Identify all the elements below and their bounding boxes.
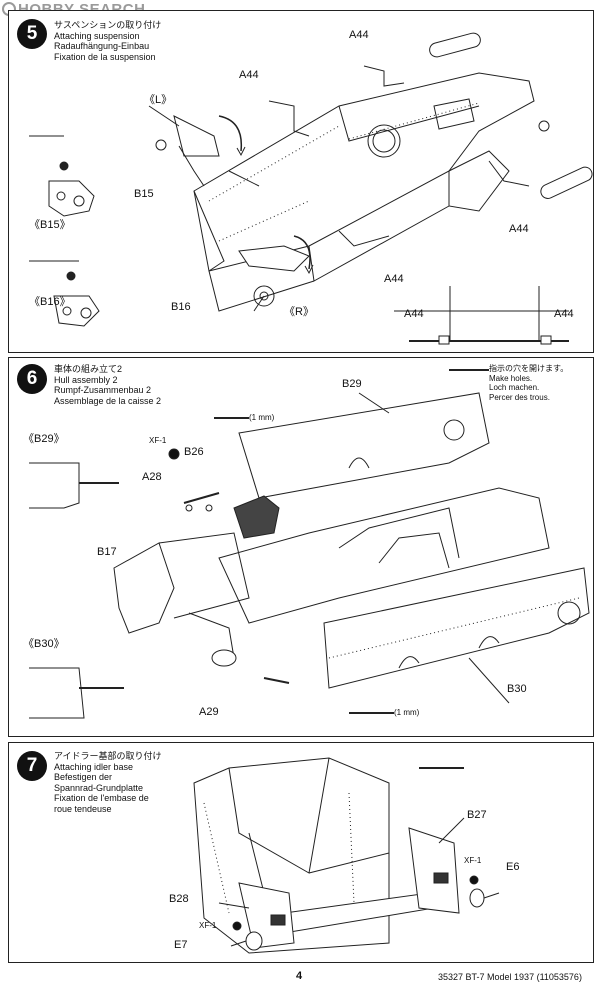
label-b15-detail: 《B15》 bbox=[29, 219, 71, 231]
label-a28: A28 bbox=[142, 471, 162, 483]
step-5-panel: 5 サスペンションの取り付け Attaching suspension Rada… bbox=[8, 10, 594, 353]
drill-note-ja: 指示の穴を開けます。 bbox=[489, 364, 569, 373]
step-6-title: 車体の組み立て2 Hull assembly 2 Rumpf-Zusammenb… bbox=[54, 364, 161, 406]
step-7-title-de: Befestigen der bbox=[54, 772, 113, 782]
label-b29-detail: 《B29》 bbox=[23, 433, 65, 445]
drill-note-de: Loch machen. bbox=[489, 383, 540, 392]
label-a29: A29 bbox=[199, 706, 219, 718]
step-5-title-ja: サスペンションの取り付け bbox=[54, 20, 162, 30]
step-5-title: サスペンションの取り付け Attaching suspension Radauf… bbox=[54, 20, 161, 62]
label-b16-detail: 《B16》 bbox=[29, 296, 71, 308]
step-6-panel: 6 車体の組み立て2 Hull assembly 2 Rumpf-Zusamme… bbox=[8, 357, 594, 737]
step-5-number-badge: 5 bbox=[17, 19, 47, 49]
step-6-drill-note: 指示の穴を開けます。 Make holes. Loch machen. Perc… bbox=[489, 364, 568, 402]
step-6-title-de: Rumpf-Zusammenbau 2 bbox=[54, 385, 152, 395]
label-b16: B16 bbox=[171, 301, 191, 313]
label-l: 《L》 bbox=[144, 94, 173, 106]
step-7-number-badge: 7 bbox=[17, 751, 47, 781]
step-7-title-ja: アイドラー基部の取り付け bbox=[54, 751, 162, 761]
label-b17: B17 bbox=[97, 546, 117, 558]
step-5-title-en: Attaching suspension bbox=[54, 30, 140, 41]
step-7-title-fr: Fixation de l'embase de bbox=[54, 793, 149, 803]
label-xf1-left: XF-1 bbox=[199, 921, 217, 930]
label-drill-top: (1 mm) bbox=[249, 413, 275, 422]
label-b28: B28 bbox=[169, 893, 189, 905]
label-e7: E7 bbox=[174, 939, 188, 951]
step-7-title-en: Attaching idler base bbox=[54, 761, 134, 772]
step-7-title-fr2: roue tendeuse bbox=[54, 803, 112, 814]
step-6-title-fr: Assemblage de la caisse 2 bbox=[54, 395, 162, 406]
step-7-title: アイドラー基部の取り付け Attaching idler base Befest… bbox=[54, 751, 162, 814]
step-5-title-fr: Fixation de la suspension bbox=[54, 51, 156, 62]
drill-note-en: Make holes. bbox=[489, 373, 533, 383]
label-xf1: XF-1 bbox=[149, 436, 167, 445]
step-5-drawing bbox=[29, 32, 593, 345]
step-6-drawing bbox=[29, 369, 590, 719]
step-7-title-de2: Spannrad-Grundplatte bbox=[54, 782, 144, 793]
label-b27: B27 bbox=[467, 809, 487, 821]
label-drill-bottom: (1 mm) bbox=[394, 708, 420, 717]
label-a44-inset-left: A44 bbox=[404, 308, 424, 320]
step-6-title-ja: 車体の組み立て2 bbox=[54, 364, 123, 374]
kit-code: 35327 BT-7 Model 1937 (11053576) bbox=[438, 972, 582, 982]
step-7-panel: 7 アイドラー基部の取り付け Attaching idler base Befe… bbox=[8, 742, 594, 963]
label-b15: B15 bbox=[134, 188, 154, 200]
label-xf1-right: XF-1 bbox=[464, 856, 482, 865]
label-a44-mid: A44 bbox=[384, 273, 404, 285]
label-a44-left: A44 bbox=[239, 69, 259, 81]
label-b30-detail: 《B30》 bbox=[23, 638, 65, 650]
step-6-title-en: Hull assembly 2 bbox=[54, 374, 118, 385]
label-a44-right: A44 bbox=[509, 223, 529, 235]
label-a44-inset-right: A44 bbox=[554, 308, 574, 320]
step-6-number-badge: 6 bbox=[17, 364, 47, 394]
label-r: 《R》 bbox=[284, 306, 314, 318]
label-e6: E6 bbox=[506, 861, 520, 873]
label-b26: B26 bbox=[184, 446, 204, 458]
step-7-drawing bbox=[193, 757, 500, 954]
step-5-title-de: Radaufhängung-Einbau bbox=[54, 41, 150, 51]
label-b29: B29 bbox=[342, 378, 362, 390]
drill-note-fr: Percer des trous. bbox=[489, 392, 550, 402]
label-a44-top: A44 bbox=[349, 29, 369, 41]
label-b30: B30 bbox=[507, 683, 527, 695]
page-number: 4 bbox=[296, 970, 303, 982]
